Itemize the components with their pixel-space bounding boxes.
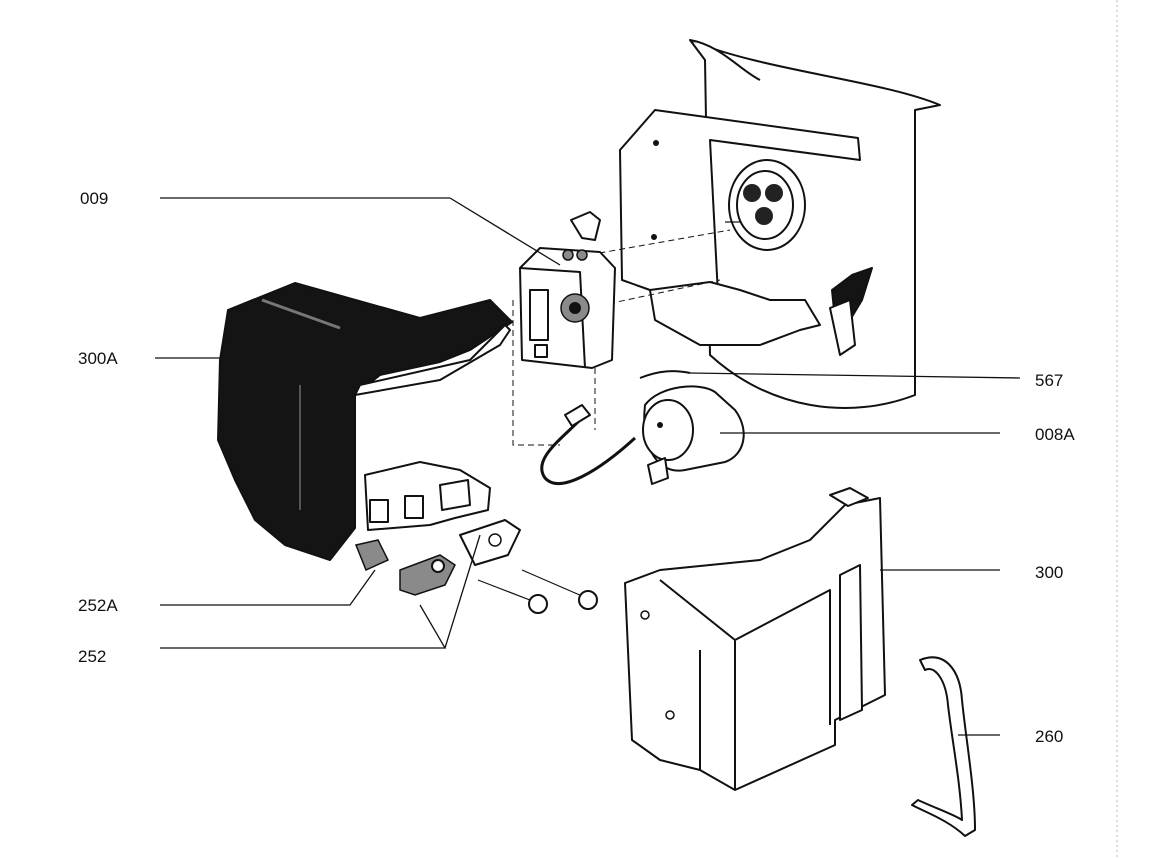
knob-252a: [354, 539, 390, 572]
thermostat-009: [512, 211, 616, 446]
label-252a: 252A: [78, 596, 118, 615]
leader-009-diag: [449, 197, 561, 266]
label-252: 252: [78, 647, 106, 666]
leader-252a: [160, 569, 376, 606]
leader-252: [160, 604, 447, 649]
terminal-bracket: [364, 461, 491, 531]
leader-252-second: [444, 534, 481, 649]
tank-housing: [559, 39, 941, 409]
label-008a: 008A: [1035, 425, 1075, 444]
label-009: 009: [80, 189, 108, 208]
cover-300: [624, 487, 886, 791]
label-260: 260: [1035, 727, 1063, 746]
strap-260: [911, 656, 976, 837]
screws: [477, 569, 598, 614]
wire-567: [540, 370, 691, 485]
element-008a: [642, 385, 745, 485]
cover-300a: [217, 282, 513, 561]
label-300: 300: [1035, 563, 1063, 582]
label-567: 567: [1035, 371, 1063, 390]
cam-252: [399, 519, 521, 596]
label-300a: 300A: [78, 349, 118, 368]
leader-567: [689, 372, 1021, 379]
